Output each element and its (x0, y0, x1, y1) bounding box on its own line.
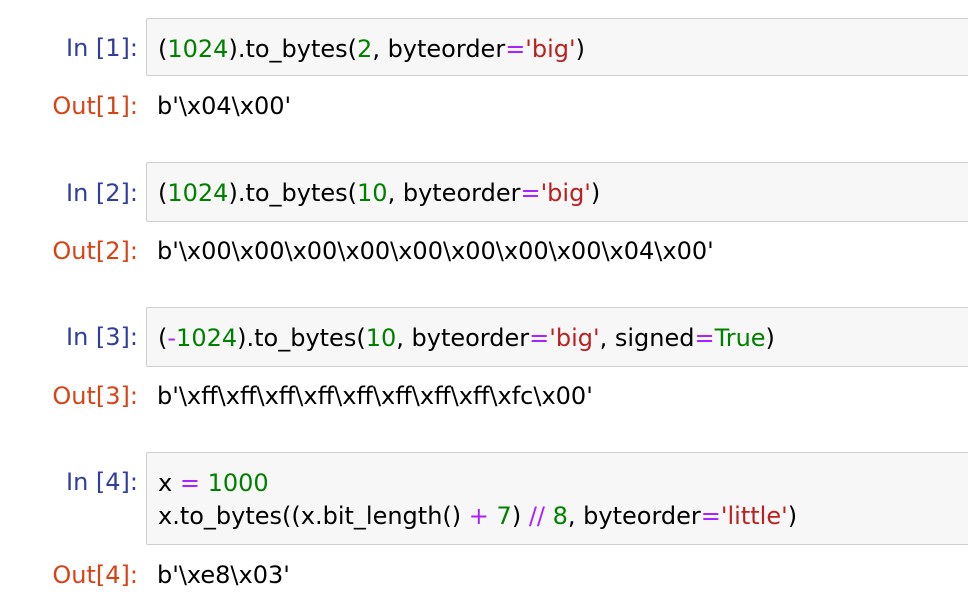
code-text: , signed (599, 324, 695, 352)
operator: = (520, 179, 541, 207)
code-text: ) (575, 35, 586, 63)
code-text: ( (158, 324, 168, 352)
code-text (200, 469, 208, 497)
operator: = (505, 35, 526, 63)
out-prompt: Out[3]: (52, 382, 138, 410)
code-text: x.to_bytes((x.bit_length() (158, 502, 469, 530)
number-literal: 1024 (167, 179, 229, 207)
code-text: ).to_bytes( (237, 324, 366, 352)
operator: - (167, 324, 177, 352)
number-literal: 10 (365, 324, 397, 352)
in-prompt: In [4]: (66, 468, 138, 496)
code-input[interactable]: (1024).to_bytes(10, byteorder='big') (146, 162, 968, 222)
number-literal: 1000 (207, 469, 269, 497)
code-input[interactable]: (-1024).to_bytes(10, byteorder='big', si… (146, 307, 968, 367)
string-literal: 'big' (549, 324, 600, 352)
out-prompt: Out[2]: (52, 237, 138, 265)
out-prompt: Out[4]: (52, 561, 138, 589)
operator: // (528, 502, 545, 530)
operator: = (694, 324, 715, 352)
number-literal: 8 (552, 502, 568, 530)
out-prompt: Out[1]: (52, 92, 138, 120)
keyword: True (714, 324, 766, 352)
code-input[interactable]: x = 1000 x.to_bytes((x.bit_length() + 7)… (146, 452, 968, 545)
number-literal: 1024 (176, 324, 238, 352)
code-text: ( (158, 179, 168, 207)
operator: = (179, 469, 200, 497)
code-text: ( (158, 35, 168, 63)
code-text: x (158, 469, 180, 497)
code-text: ).to_bytes( (228, 35, 358, 63)
in-prompt: In [3]: (66, 323, 138, 351)
number-literal: 2 (357, 35, 373, 63)
in-prompt: In [1]: (66, 34, 138, 62)
code-line: x = 1000 (158, 466, 269, 500)
number-literal: 7 (496, 502, 512, 530)
code-text: , byteorder (387, 179, 521, 207)
code-line: (1024).to_bytes(2, byteorder='big') (158, 32, 585, 66)
code-input[interactable]: (1024).to_bytes(2, byteorder='big') (146, 18, 968, 76)
in-prompt: In [2]: (66, 179, 138, 207)
code-text: ) (590, 179, 601, 207)
code-text: , byteorder (396, 324, 530, 352)
operator: + (468, 502, 489, 530)
code-text: , byteorder (567, 502, 701, 530)
code-text: ) (511, 502, 529, 530)
code-text (489, 502, 497, 530)
operator: = (529, 324, 550, 352)
code-line: (1024).to_bytes(10, byteorder='big') (158, 176, 600, 210)
output-text: b'\x04\x00' (157, 92, 292, 120)
code-text: ) (787, 502, 798, 530)
string-literal: 'big' (540, 179, 591, 207)
code-text (545, 502, 553, 530)
number-literal: 10 (357, 179, 388, 207)
code-text: , byteorder (372, 35, 506, 63)
code-text: ) (765, 324, 775, 352)
string-literal: 'little' (720, 502, 788, 530)
operator: = (700, 502, 721, 530)
code-line: (-1024).to_bytes(10, byteorder='big', si… (158, 321, 775, 355)
output-text: b'\xe8\x03' (157, 561, 290, 589)
code-text: ).to_bytes( (228, 179, 358, 207)
output-text: b'\x00\x00\x00\x00\x00\x00\x00\x00\x04\x… (157, 237, 714, 265)
code-line: x.to_bytes((x.bit_length() + 7) // 8, by… (158, 499, 797, 533)
output-text: b'\xff\xff\xff\xff\xff\xff\xff\xff\xfc\x… (157, 382, 593, 410)
string-literal: 'big' (525, 35, 576, 63)
number-literal: 1024 (167, 35, 229, 63)
